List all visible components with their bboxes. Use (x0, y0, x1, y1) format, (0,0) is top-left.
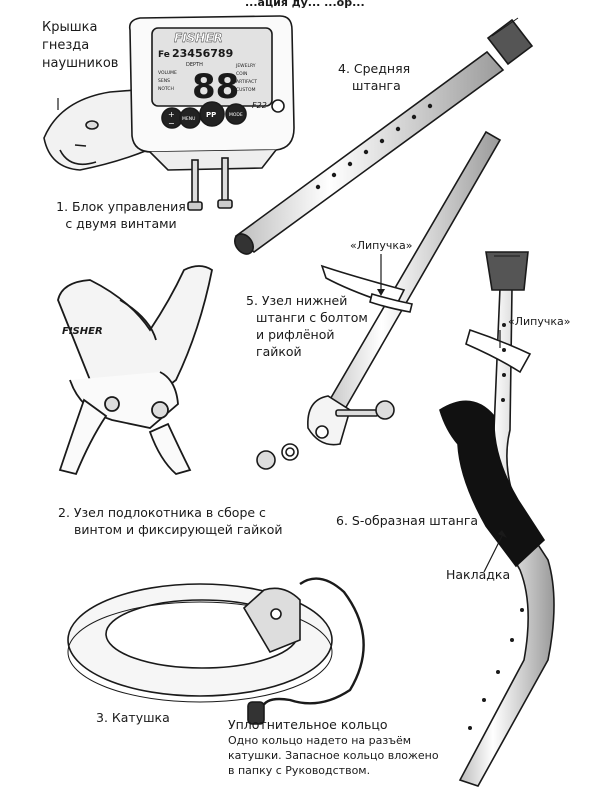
search-coil (67, 577, 365, 725)
part5-line-4: гайкой (256, 344, 302, 359)
cover-label-line-1: Крышка (42, 20, 98, 35)
velcro-arrow-a (377, 289, 385, 296)
pp-button (199, 101, 225, 127)
armrest (57, 265, 214, 476)
part4-line-2: штанга (352, 78, 401, 93)
minus-symbol: − (168, 119, 175, 128)
part2-line-1: 2. Узел подлокотника в сборе с (58, 505, 266, 520)
part4-line-1: 4. Средняя (338, 61, 411, 76)
mode-sens: SENS (158, 78, 170, 84)
part6-label: 6. S-образная штанга (336, 513, 479, 528)
mode-volume: VOLUME (158, 70, 177, 76)
pp-label: PP (206, 111, 216, 119)
oring-note-1: Одно кольцо надето на разъём (228, 734, 412, 747)
power-icon (271, 99, 285, 113)
mode-button (225, 103, 247, 125)
part1-label: 1. Блок управления с двумя винтами (46, 198, 196, 232)
part5-line-1: 5. Узел нижней (246, 293, 348, 308)
control-box (43, 15, 295, 211)
device-brand: FISHER (174, 31, 223, 45)
mode-custom: CUSTOM (236, 87, 256, 93)
right-mode-list: JEWELRY COIN ARTIFACT CUSTOM (235, 63, 257, 93)
part2-label: 2. Узел подлокотника в сборе с винтом и … (58, 504, 283, 538)
middle-rod (233, 17, 534, 255)
cover-label: Крышка гнезда наушников (42, 19, 118, 73)
oring-note-3: в папку с Руководством. (228, 764, 371, 777)
armrest-brand: FISHER (62, 326, 103, 337)
fe-badge: Fe (158, 50, 170, 60)
part2-line-2: винтом и фиксирующей гайкой (74, 522, 283, 537)
part3-label: 3. Катушка (96, 710, 170, 725)
cover-label-line-2: гнезда (42, 38, 90, 53)
mode-notch: NOTCH (158, 86, 174, 92)
s-rod-holes (468, 323, 524, 730)
part5-label: 5. Узел нижней штанги с болтом и рифлёно… (246, 292, 368, 360)
lower-rod (256, 130, 502, 470)
overlay-label: Накладка (446, 567, 511, 582)
mode-coin: COIN (236, 71, 247, 77)
part4-label: 4. Средняя штанга (338, 60, 410, 94)
plus-symbol: + (168, 110, 175, 119)
header-fragment: ...ация ду... ...ор... (245, 0, 365, 9)
leader-lines (57, 98, 503, 573)
s-rod (439, 251, 555, 787)
part1-line-2: с двумя винтами (65, 216, 177, 231)
overlay-arrow (498, 530, 507, 538)
menu-label: MENU (182, 116, 195, 122)
mode-artifact: ARTIFACT (236, 79, 257, 85)
part1-line-1: 1. Блок управления (56, 199, 186, 214)
digit-row: 23456789 (172, 47, 233, 60)
cover-label-line-3: наушников (42, 56, 119, 71)
oring-note-2: катушки. Запасное кольцо вложено (228, 749, 439, 762)
oring-block: Уплотнительное кольцо Одно кольцо надето… (228, 716, 439, 778)
depth-label: DEPTH (186, 62, 203, 68)
oring-title: Уплотнительное кольцо (228, 717, 388, 732)
part5-line-2: штанги с болтом (256, 310, 368, 325)
middle-rod-holes (315, 103, 433, 190)
mode-jewelry: JEWELRY (235, 63, 256, 69)
mode-label: MODE (229, 112, 243, 118)
big-readout: 88 (192, 67, 239, 107)
model-label: F22 (252, 101, 267, 110)
left-mode-list: VOLUME SENS NOTCH (158, 70, 177, 92)
part5-line-3: и рифлёной (256, 327, 335, 342)
velcro-label-b: «Липучка» (508, 315, 571, 328)
velcro-label-a: «Липучка» (350, 239, 413, 252)
s-rod-grip (439, 400, 546, 568)
